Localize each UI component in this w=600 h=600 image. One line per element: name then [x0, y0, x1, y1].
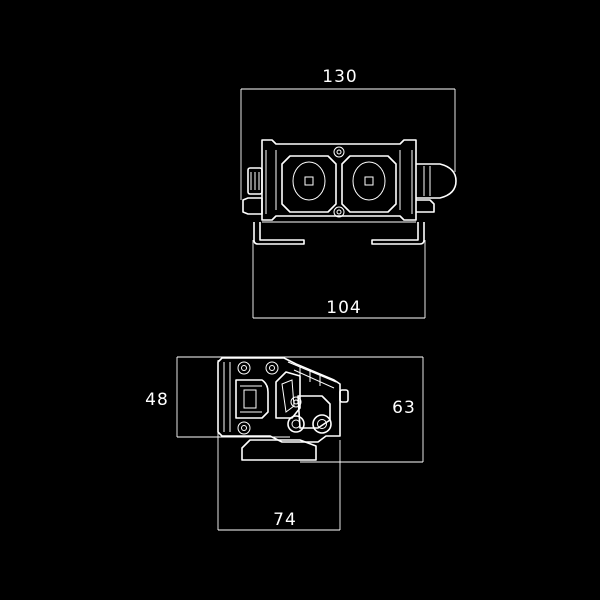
dimension-label-104: 104 [326, 298, 361, 318]
mounting-foot-side [241, 439, 317, 461]
led-right [364, 176, 374, 186]
dimension-label-130: 130 [322, 67, 357, 87]
light-housing-front [261, 139, 417, 221]
dimension-48: 48 [145, 356, 290, 438]
mounting-bracket-front [253, 221, 425, 245]
pivot-bolt-right [312, 414, 332, 434]
dimension-label-74: 74 [273, 510, 297, 530]
screw-top [333, 146, 345, 158]
dimension-label-48: 48 [145, 390, 169, 410]
led-left [304, 176, 314, 186]
screw-side-top-right [265, 361, 279, 375]
connector-nub-side [339, 389, 349, 403]
heat-sink-side [235, 379, 269, 419]
dimension-130: 130 [240, 67, 456, 200]
screw-bottom [333, 206, 345, 218]
screw-side-mid [290, 396, 302, 408]
screw-side-bottom-left [237, 421, 251, 435]
screw-side-top-left [237, 361, 251, 375]
side-knob-left [242, 167, 263, 215]
front-view: 130 104 [240, 67, 457, 319]
dimension-63: 63 [290, 356, 424, 463]
dimension-label-63: 63 [392, 398, 416, 418]
lens-right [341, 155, 397, 213]
lens-left [281, 155, 337, 213]
dimension-104: 104 [252, 240, 426, 319]
pivot-bolt-left [287, 415, 305, 433]
side-view: 48 63 74 [145, 356, 424, 531]
cable-gland-right [416, 163, 457, 213]
